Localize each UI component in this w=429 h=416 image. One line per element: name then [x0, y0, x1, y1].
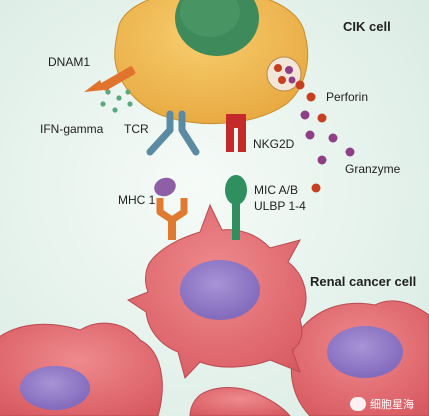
ifn-gamma-dot — [112, 107, 118, 113]
ifn-gamma-dot — [116, 95, 122, 101]
cancer-nucleus-bottom-right — [327, 326, 403, 378]
vesicle-perforin-granule — [278, 76, 286, 84]
vesicle-granzyme-granule — [285, 66, 293, 74]
cancer-nucleus-main — [180, 260, 260, 320]
ifn-gamma-dot — [105, 89, 111, 95]
watermark-text: 细胞星海 — [370, 398, 414, 411]
granzyme-granule — [317, 155, 327, 165]
dnam1-receptor — [84, 66, 136, 92]
cik-nucleus-highlight — [180, 0, 240, 37]
nkg2d-receptor — [226, 114, 246, 152]
renal-cancer-cell-label: Renal cancer cell — [310, 274, 417, 289]
ifn-gamma-dot — [125, 89, 131, 95]
vesicle-granzyme-granule — [288, 76, 296, 84]
perforin-granule — [295, 80, 305, 90]
tcr-label: TCR — [124, 122, 149, 136]
mic-ab-label: MIC A/B — [254, 183, 299, 197]
cancer-cell-bottom-center — [189, 387, 291, 416]
tcr-receptor — [146, 110, 200, 156]
nkg2d-label: NKG2D — [253, 137, 295, 151]
wechat-icon — [350, 397, 366, 411]
granzyme-granule — [328, 133, 338, 143]
perforin-label: Perforin — [326, 90, 369, 104]
granzyme-granule — [345, 147, 355, 157]
mhc1-molecule — [154, 177, 188, 240]
granzyme-label: Granzyme — [345, 162, 401, 176]
cik-cell-body — [114, 0, 309, 125]
granzyme-granule — [305, 130, 315, 140]
perforin-granule — [306, 92, 316, 102]
watermark: 细胞星海 — [350, 396, 414, 412]
granzyme-granule — [300, 110, 310, 120]
vesicle-perforin-granule — [274, 64, 282, 72]
cik-cell-label: CIK cell — [343, 19, 391, 34]
mic-ulbp-ligand — [225, 175, 247, 240]
perforin-granule — [311, 183, 321, 193]
ifn-gamma-dot — [100, 101, 106, 107]
ifn-gamma-dot — [127, 101, 133, 107]
ifn-gamma-label: IFN-gamma — [40, 122, 104, 136]
cancer-nucleus-bottom-left — [20, 366, 90, 410]
dnam1-label: DNAM1 — [48, 55, 91, 69]
perforin-granule — [317, 113, 327, 123]
mhc1-label: MHC 1 — [118, 193, 156, 207]
ulbp-label: ULBP 1-4 — [254, 199, 306, 213]
